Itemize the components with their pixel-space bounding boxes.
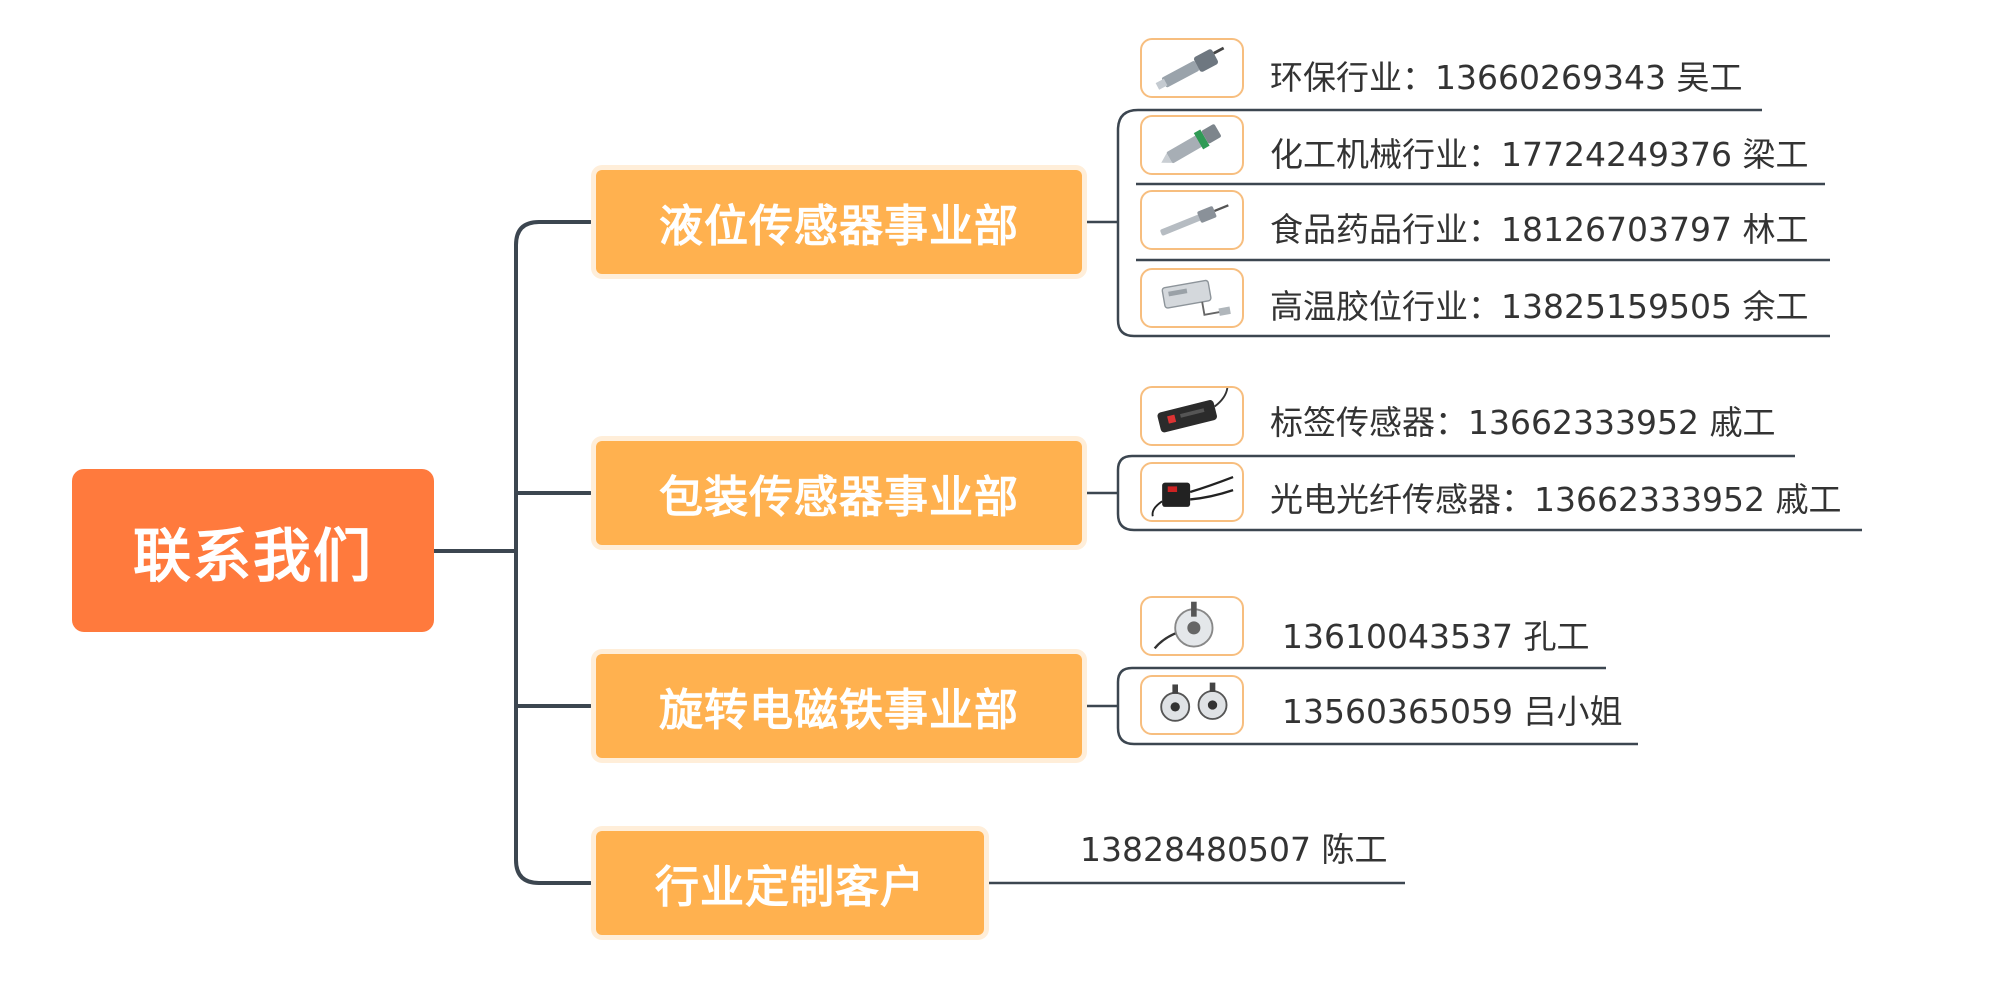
contact-rotary-1: 13610043537 孔工 (1282, 617, 1590, 656)
contact-chemical-machinery: 化工机械行业：17724249376 梁工 (1270, 135, 1809, 174)
slim-sensor-probe-icon (1140, 190, 1244, 250)
contact-food-pharma: 食品药品行业：18126703797 林工 (1270, 210, 1809, 249)
department-custom-industry: 行业定制客户 (596, 831, 984, 935)
contact-custom-industry: 13828480507 陈工 (1080, 830, 1388, 869)
department-packaging: 包装传感器事业部 (596, 441, 1082, 545)
contact-rotary-2: 13560365059 吕小姐 (1282, 692, 1623, 731)
department-rotary-solenoid: 旋转电磁铁事业部 (596, 654, 1082, 758)
contact-fiber-optic-sensor: 光电光纤传感器：13662333952 戚工 (1270, 480, 1842, 519)
rotary-encoder-icon (1140, 596, 1244, 656)
contact-high-temp-glue: 高温胶位行业：13825159505 余工 (1270, 287, 1809, 326)
contact-label-sensor: 标签传感器：13662333952 戚工 (1270, 403, 1776, 442)
fiber-optic-sensor-icon (1140, 462, 1244, 522)
contact-env-protection: 环保行业：13660269343 吴工 (1270, 58, 1743, 97)
twin-encoder-icon (1140, 675, 1244, 735)
level-sensor-probe-icon (1140, 38, 1244, 98)
department-liquid-level: 液位传感器事业部 (596, 170, 1082, 274)
threaded-sensor-probe-icon (1140, 115, 1244, 175)
high-temp-sensor-icon (1140, 268, 1244, 328)
root-node: 联系我们 (72, 469, 434, 632)
label-sensor-icon (1140, 386, 1244, 446)
